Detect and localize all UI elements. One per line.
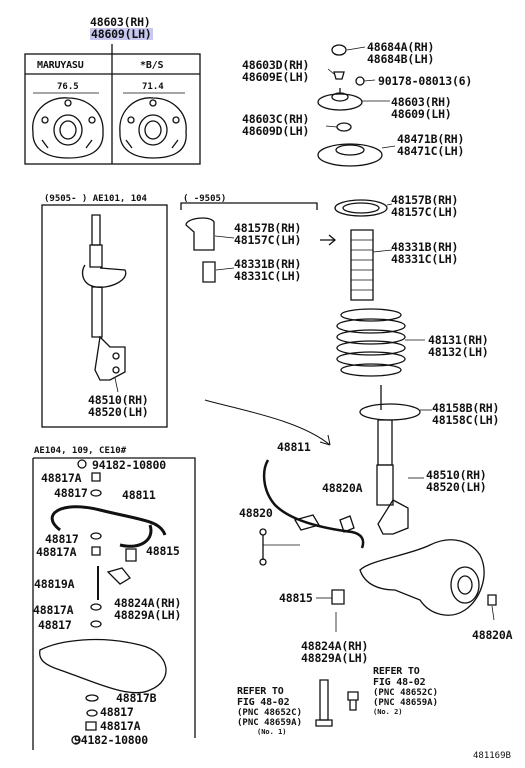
part-48817a-1: 48817A	[41, 471, 82, 485]
refer1-line-1: REFER TO	[237, 686, 284, 697]
part-label-48820a-bottom: 48820A	[472, 628, 513, 642]
box-ae101-title: (9505- ) AE101, 104	[44, 194, 147, 204]
part-48331c-right: 48331C(LH)	[391, 252, 459, 266]
inset-dim-right: 71.4	[142, 82, 164, 92]
part-label-48471: 48471B(RH) 48471C(LH)	[397, 133, 464, 157]
part-48819a: 48819A	[34, 577, 75, 591]
part-48131: 48131(RH)	[428, 333, 489, 347]
stabilizer-bar	[204, 399, 365, 727]
refer1-line-2: FIG 48-02	[237, 697, 290, 708]
part-label-48824-main: 48824A(RH) 48829A(LH)	[301, 640, 368, 664]
part-48158b: 48158B(RH)	[432, 401, 500, 415]
part-48603c: 48603C(RH)	[242, 112, 310, 126]
part-label-48603: 48603(RH) 48609(LH)	[90, 16, 153, 40]
refer1-line-4: (PNC 48659A)	[237, 718, 303, 728]
part-48603d: 48603D(RH)	[242, 58, 310, 72]
part-label-48820: 48820	[239, 506, 273, 520]
part-48817a-4: 48817A	[100, 719, 141, 733]
part-48157c-mid: 48157C(LH)	[234, 233, 302, 247]
strut-parts-column	[334, 199, 432, 535]
part-48817a-2: 48817A	[36, 545, 77, 559]
box-ae104-title: AE104, 109, CE10#	[34, 446, 127, 456]
part-48829a-box: 48829A(LH)	[114, 608, 182, 622]
part-48609: 48609(LH)	[391, 107, 452, 121]
part-label-48131: 48131(RH) 48132(LH)	[428, 334, 489, 358]
strut-box-ae101	[41, 204, 168, 428]
part-48157b-mid: 48157B(RH)	[234, 221, 302, 235]
refer2-line-3: (PNC 48652C)	[373, 688, 439, 698]
part-48157b-right: 48157B(RH)	[391, 193, 459, 207]
inset-col-left: MARUYASU	[37, 60, 84, 71]
boot-box-mid	[180, 202, 337, 283]
part-label-48158: 48158B(RH) 48158C(LH)	[432, 402, 499, 426]
part-label-48811-main: 48811	[277, 440, 311, 454]
part-48817b: 48817B	[116, 691, 157, 705]
upper-mount-stack	[317, 44, 396, 167]
part-label-48815-main: 48815	[279, 591, 313, 605]
part-48471b: 48471B(RH)	[397, 132, 465, 146]
refer2-line-4: (PNC 48659A)	[373, 698, 439, 708]
part-label-48603c: 48603C(RH) 48609D(LH)	[242, 113, 309, 137]
part-48510-box: 48510(RH)	[88, 393, 149, 407]
part-48609d: 48609D(LH)	[242, 124, 310, 138]
refer2-line-2: FIG 48-02	[373, 677, 426, 688]
part-48331c-mid: 48331C(LH)	[234, 269, 302, 283]
part-48817-2: 48817	[45, 532, 79, 546]
inset-dim-left: 76.5	[57, 82, 79, 92]
refer2-line-1: REFER TO	[373, 666, 420, 677]
part-label-48603d: 48603D(RH) 48609E(LH)	[242, 59, 309, 83]
part-48331b-right: 48331B(RH)	[391, 240, 459, 254]
part-48609-lh-highlighted: 48609(LH)	[90, 27, 153, 41]
part-label-48824-box: 48824A(RH) 48829A(LH)	[114, 597, 181, 621]
bolt-94182-top: 94182-10800	[92, 458, 166, 472]
refer1-note: (No. 1)	[257, 728, 287, 736]
part-48510-right: 48510(RH)	[426, 468, 487, 482]
part-label-48331-mid: 48331B(RH) 48331C(LH)	[234, 258, 301, 282]
part-48520-box: 48520(LH)	[88, 405, 149, 419]
figure-id: 481169B	[473, 751, 511, 761]
part-48815-box: 48815	[146, 544, 180, 558]
part-48132: 48132(LH)	[428, 345, 489, 359]
refer2-note: (No. 2)	[373, 708, 403, 716]
refer-note-1: REFER TO FIG 48-02 (PNC 48652C) (PNC 486…	[237, 686, 302, 736]
part-48609e: 48609E(LH)	[242, 70, 310, 84]
part-48817-1: 48817	[54, 486, 88, 500]
part-48811-box: 48811	[122, 488, 156, 502]
part-48684a: 48684A(RH)	[367, 40, 435, 54]
part-48817-4: 48817	[100, 705, 134, 719]
part-48817a-3: 48817A	[33, 603, 74, 617]
part-48817-3: 48817	[38, 618, 72, 632]
part-label-48684: 48684A(RH) 48684B(LH)	[367, 41, 434, 65]
lower-arm-knuckle	[359, 539, 497, 621]
box-mid-title: ( -9505)	[183, 194, 227, 204]
part-label-48157-right: 48157B(RH) 48157C(LH)	[391, 194, 458, 218]
inset-col-right: *B/S	[140, 60, 164, 71]
part-label-90178: 90178-08013(6)	[378, 74, 473, 88]
part-48471c: 48471C(LH)	[397, 144, 465, 158]
stabilizer-box-ae104	[32, 457, 196, 750]
part-label-48157-mid: 48157B(RH) 48157C(LH)	[234, 222, 301, 246]
part-label-48510-box: 48510(RH) 48520(LH)	[88, 394, 149, 418]
part-label-48510-right: 48510(RH) 48520(LH)	[426, 469, 487, 493]
part-48520-right: 48520(LH)	[426, 480, 487, 494]
part-48824a-box: 48824A(RH)	[114, 596, 182, 610]
part-48157c-right: 48157C(LH)	[391, 205, 459, 219]
part-48158c: 48158C(LH)	[432, 413, 500, 427]
part-label-48820a-top: 48820A	[322, 481, 363, 495]
bolt-94182-bottom: 94182-10800	[74, 733, 148, 747]
refer1-line-3: (PNC 48652C)	[237, 708, 303, 718]
part-label-48603: 48603(RH) 48609(LH)	[391, 96, 452, 120]
part-48829a-main: 48829A(LH)	[301, 651, 369, 665]
part-48684b: 48684B(LH)	[367, 52, 435, 66]
part-label-48331-right: 48331B(RH) 48331C(LH)	[391, 241, 458, 265]
part-48603: 48603(RH)	[391, 95, 452, 109]
strut-mount-inset	[24, 44, 201, 165]
part-48331b-mid: 48331B(RH)	[234, 257, 302, 271]
refer-note-2: REFER TO FIG 48-02 (PNC 48652C) (PNC 486…	[373, 666, 438, 716]
part-48603-rh: 48603(RH)	[90, 15, 151, 29]
part-48824a-main: 48824A(RH)	[301, 639, 369, 653]
